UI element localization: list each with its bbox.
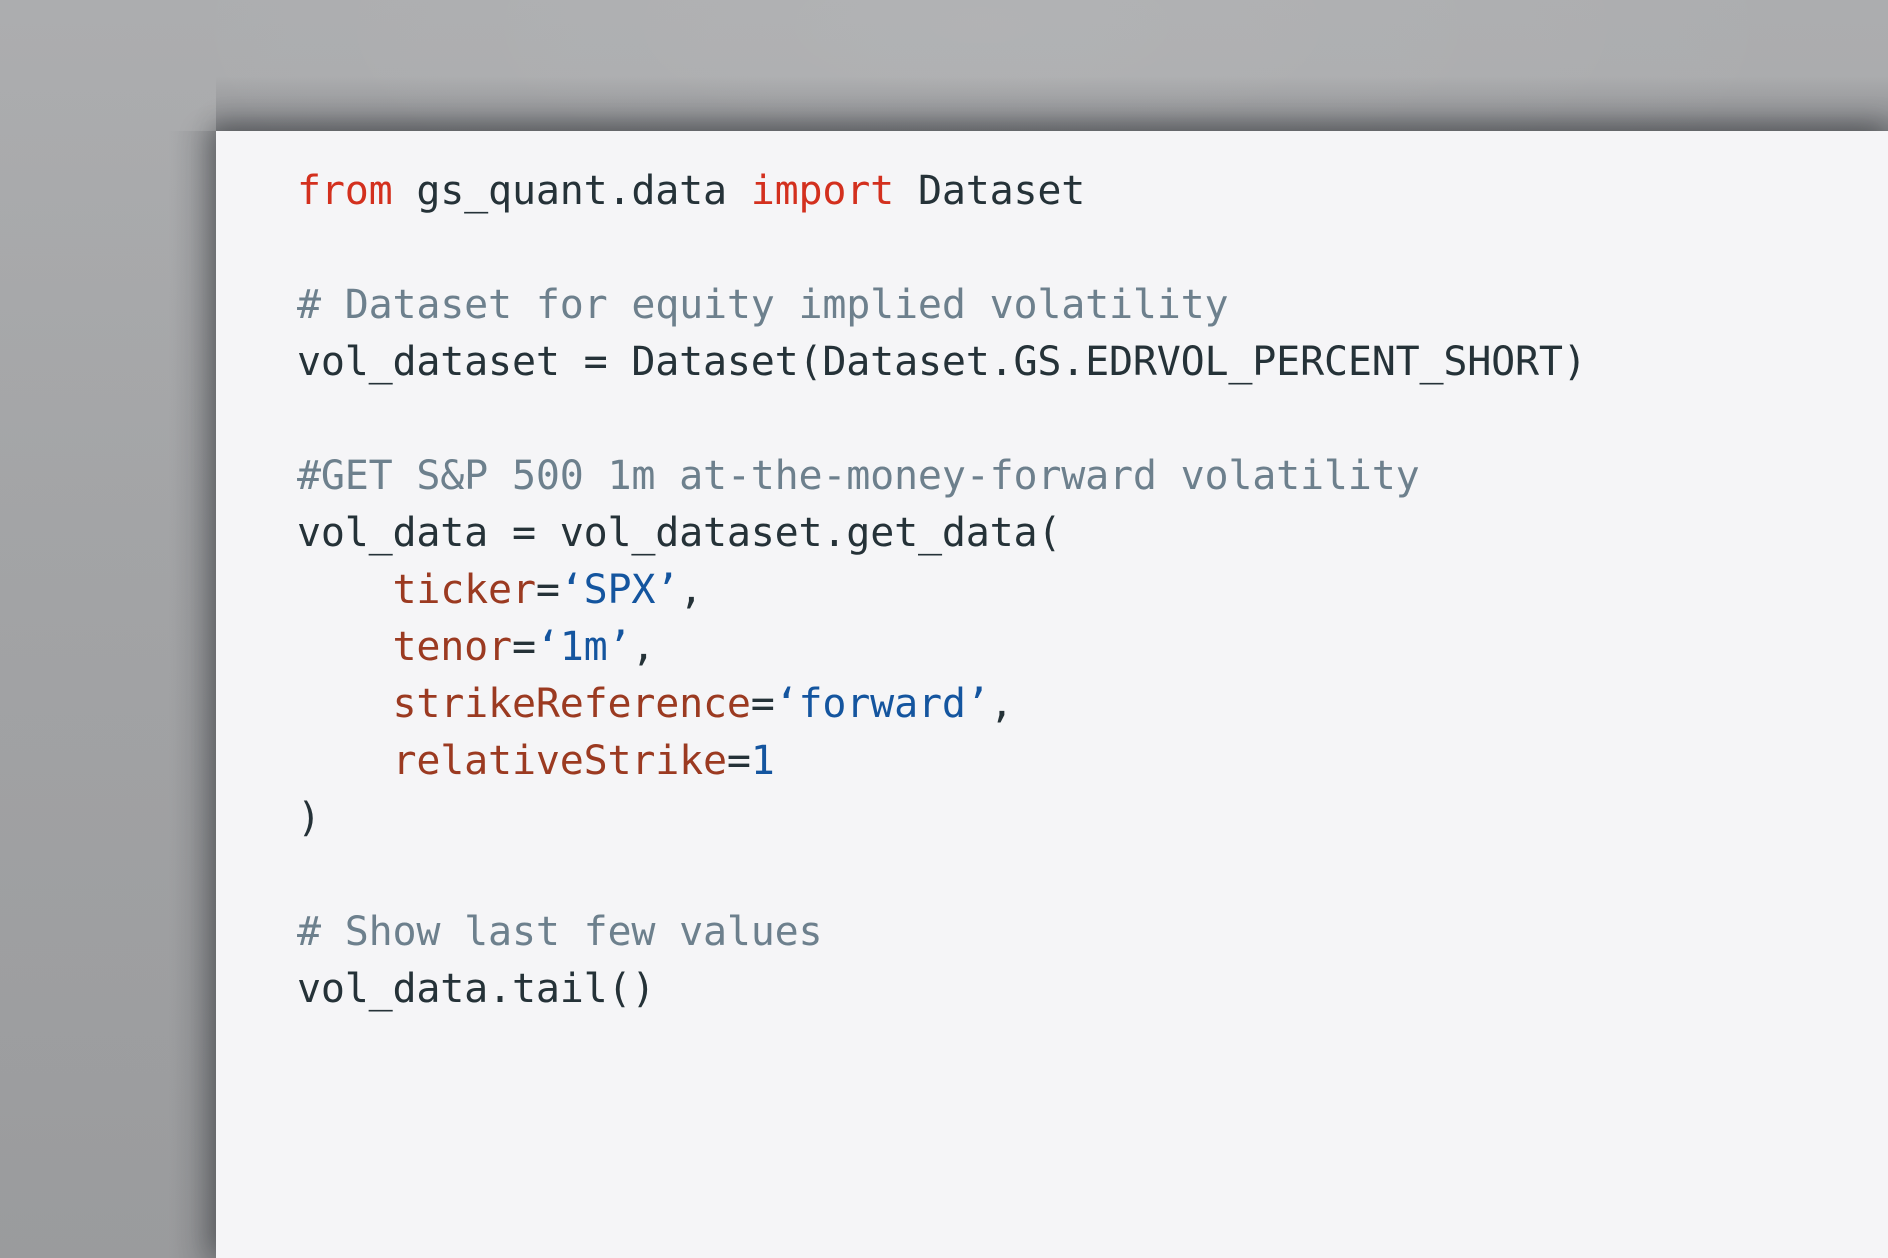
code-token-number: 1: [750, 738, 775, 784]
code-line: from gs_quant.data import Dataset: [297, 163, 1888, 220]
code-token-operator: =: [583, 339, 608, 385]
code-token-string: ‘SPX’: [559, 567, 680, 613]
code-token-plain: vol_dataset: [297, 339, 584, 385]
code-line: vol_data = vol_dataset.get_data(: [297, 505, 1888, 562]
code-token-comment: #GET S&P 500 1m at-the-money-forward vol…: [297, 453, 1420, 499]
code-line: # Show last few values: [297, 904, 1888, 961]
code-line: [297, 220, 1888, 277]
code-token-plain: Dataset: [894, 168, 1086, 214]
code-line: ): [297, 790, 1888, 847]
code-line: strikeReference=‘forward’,: [297, 676, 1888, 733]
code-line: vol_data.tail(): [297, 961, 1888, 1018]
code-token-punct: ,: [989, 681, 1014, 727]
code-token-keyword: import: [750, 168, 895, 214]
code-token-operator: =: [511, 624, 536, 670]
code-token-punct: ,: [679, 567, 704, 613]
code-token-operator: =: [750, 681, 775, 727]
card-drop-shadow-top: [216, 76, 1888, 132]
code-line: #GET S&P 500 1m at-the-money-forward vol…: [297, 448, 1888, 505]
code-line: [297, 391, 1888, 448]
code-line: tenor=‘1m’,: [297, 619, 1888, 676]
code-token-string: ‘1m’: [535, 624, 632, 670]
code-token-kwarg: strikeReference: [297, 681, 751, 727]
code-token-plain: vol_data: [297, 510, 512, 556]
code-token-kwarg: ticker: [297, 567, 537, 613]
code-line: relativeStrike=1: [297, 733, 1888, 790]
code-token-plain: Dataset(Dataset.: [607, 339, 1014, 385]
code-token-kwarg: relativeStrike: [297, 738, 728, 784]
code-token-comment: # Dataset for equity implied volatility: [297, 282, 1229, 328]
code-token-punct: ): [297, 795, 321, 841]
code-token-operator: =: [726, 738, 751, 784]
card-drop-shadow-left: [168, 131, 218, 1258]
code-token-plain: vol_data.tail(): [297, 966, 656, 1012]
code-card-panel: from gs_quant.data import Dataset # Data…: [216, 131, 1888, 1258]
code-line: # Dataset for equity implied volatility: [297, 277, 1888, 334]
code-token-plain: vol_dataset.get_data(: [535, 510, 1062, 556]
code-token-comment: # Show last few values: [297, 909, 823, 955]
code-line: vol_dataset = Dataset(Dataset.GS.EDRVOL_…: [297, 334, 1888, 391]
code-token-punct: ,: [631, 624, 656, 670]
code-token-operator: =: [511, 510, 536, 556]
code-token-plain: gs_quant.data: [392, 168, 751, 214]
code-token-operator: =: [535, 567, 560, 613]
code-line: ticker=‘SPX’,: [297, 562, 1888, 619]
code-line: [297, 847, 1888, 904]
code-block[interactable]: from gs_quant.data import Dataset # Data…: [297, 163, 1888, 1018]
code-token-punct: ): [1562, 339, 1587, 385]
code-token-keyword: from: [297, 168, 393, 214]
code-token-string: ‘forward’: [774, 681, 990, 727]
code-token-kwarg: tenor: [297, 624, 513, 670]
code-token-constant: GS.EDRVOL_PERCENT_SHORT: [1013, 339, 1563, 385]
